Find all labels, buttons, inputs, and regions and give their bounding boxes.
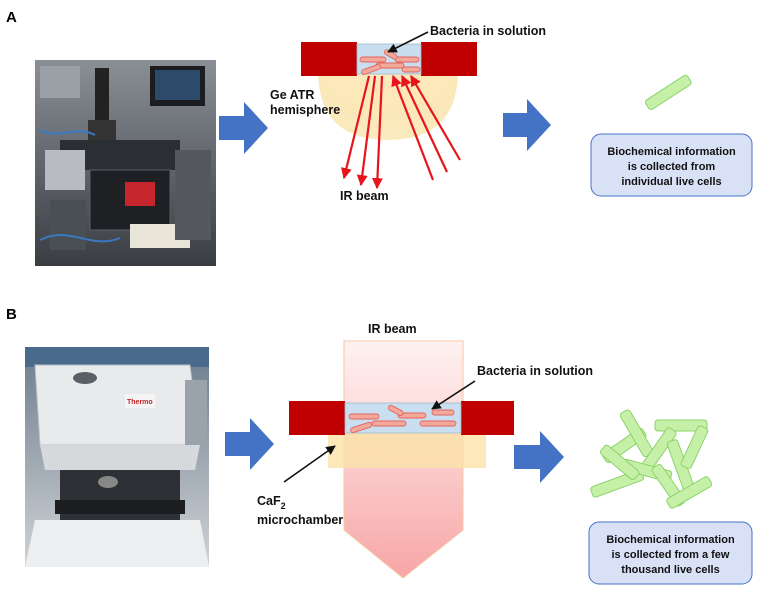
info-b-line2: is collected from a few	[612, 549, 730, 561]
ir-beam-label-b: IR beam	[368, 322, 417, 336]
bacteria-cluster-b	[348, 404, 457, 434]
info-a-line1: Biochemical information	[607, 146, 736, 158]
info-a-line2: is collected from	[628, 161, 716, 173]
bacteria-pointer-a	[387, 31, 429, 53]
bacteria-pointer-b	[431, 380, 476, 410]
ir-rays-a	[341, 74, 461, 190]
ir-beam-label-a: IR beam	[340, 189, 389, 203]
caf2-pointer	[283, 445, 336, 483]
bacterium-icon	[600, 444, 640, 481]
caf2-label: CaF2	[257, 494, 286, 511]
info-a-line3: individual live cells	[621, 176, 721, 188]
flow-arrow-icon	[225, 418, 274, 470]
ir-ray-icon	[341, 75, 371, 180]
bacterium-icon	[680, 425, 709, 469]
info-b-line3: thousand live cells	[621, 564, 719, 576]
ir-ray-icon	[410, 75, 461, 161]
ir-ray-icon	[391, 74, 435, 181]
ir-ray-icon	[371, 75, 384, 190]
bacterium-icon	[644, 74, 692, 110]
flow-arrow-icon	[503, 99, 551, 151]
ir-ray-icon	[356, 75, 377, 187]
bacteria-cluster-a	[359, 49, 421, 75]
spectrometer-photo: Thermo	[25, 347, 209, 567]
microscope-photo	[35, 60, 216, 266]
info-box-b: Biochemical information is collected fro…	[588, 521, 753, 585]
info-box-a: Biochemical information is collected fro…	[590, 133, 753, 197]
caf2-label-line2: microchamber	[257, 513, 343, 527]
hemisphere-label-line1: Ge ATR	[270, 88, 314, 102]
panel-b-letter: B	[6, 306, 17, 323]
bacteria-label-b: Bacteria in solution	[477, 364, 593, 378]
sample-holder-b	[289, 401, 514, 435]
instrument-brand: Thermo	[127, 399, 153, 406]
sample-holder-a	[301, 42, 477, 76]
bacteria-population	[590, 409, 713, 509]
caf2-label-subscript: 2	[281, 501, 286, 511]
flow-arrow-icon	[514, 431, 564, 483]
bacteria-label-a: Bacteria in solution	[430, 24, 546, 38]
hemisphere-label-line2: hemisphere	[270, 103, 340, 117]
info-b-line1: Biochemical information	[606, 534, 735, 546]
bacterium-icon	[666, 476, 713, 509]
caf2-microchamber	[328, 432, 486, 468]
ir-ray-icon	[401, 75, 448, 173]
caf2-label-base: CaF	[257, 494, 281, 508]
flow-arrow-icon	[219, 102, 268, 154]
panel-a-letter: A	[6, 9, 17, 26]
